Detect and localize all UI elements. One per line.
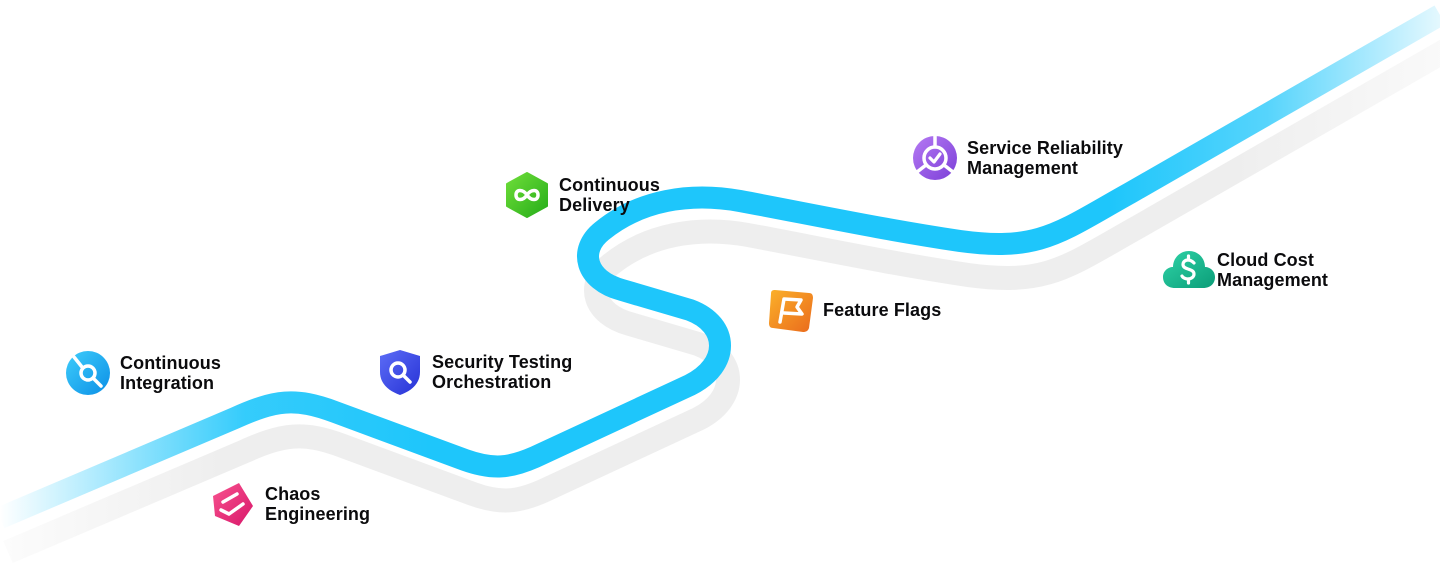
module-label: Chaos Engineering	[265, 484, 371, 524]
chaos-engineering-icon	[209, 480, 257, 528]
cloud-cost-management-icon	[1161, 246, 1215, 294]
module-label: Continuous Integration	[120, 353, 221, 393]
module-label: Feature Flags	[823, 300, 942, 320]
module-label: Continuous Delivery	[559, 175, 660, 215]
continuous-delivery-icon	[503, 171, 551, 219]
module-continuous-delivery[interactable]: Continuous Delivery	[503, 171, 660, 219]
module-cloud-cost-management[interactable]: Cloud Cost Management	[1161, 246, 1328, 294]
road-shadow	[3, 39, 1440, 564]
module-label: Service Reliability Management	[967, 138, 1123, 178]
module-label: Security Testing Orchestration	[432, 352, 573, 392]
module-chaos-engineering[interactable]: Chaos Engineering	[209, 480, 370, 528]
continuous-integration-icon	[64, 349, 112, 397]
security-testing-orchestration-icon	[376, 348, 424, 396]
road-line	[0, 5, 1440, 529]
module-continuous-integration[interactable]: Continuous Integration	[64, 349, 221, 397]
module-service-reliability-management[interactable]: Service Reliability Management	[911, 134, 1123, 182]
service-reliability-management-icon	[911, 134, 959, 182]
feature-flags-icon	[767, 286, 815, 334]
module-security-testing-orchestration[interactable]: Security Testing Orchestration	[376, 348, 572, 396]
module-label: Cloud Cost Management	[1217, 250, 1329, 290]
module-feature-flags[interactable]: Feature Flags	[767, 286, 941, 334]
